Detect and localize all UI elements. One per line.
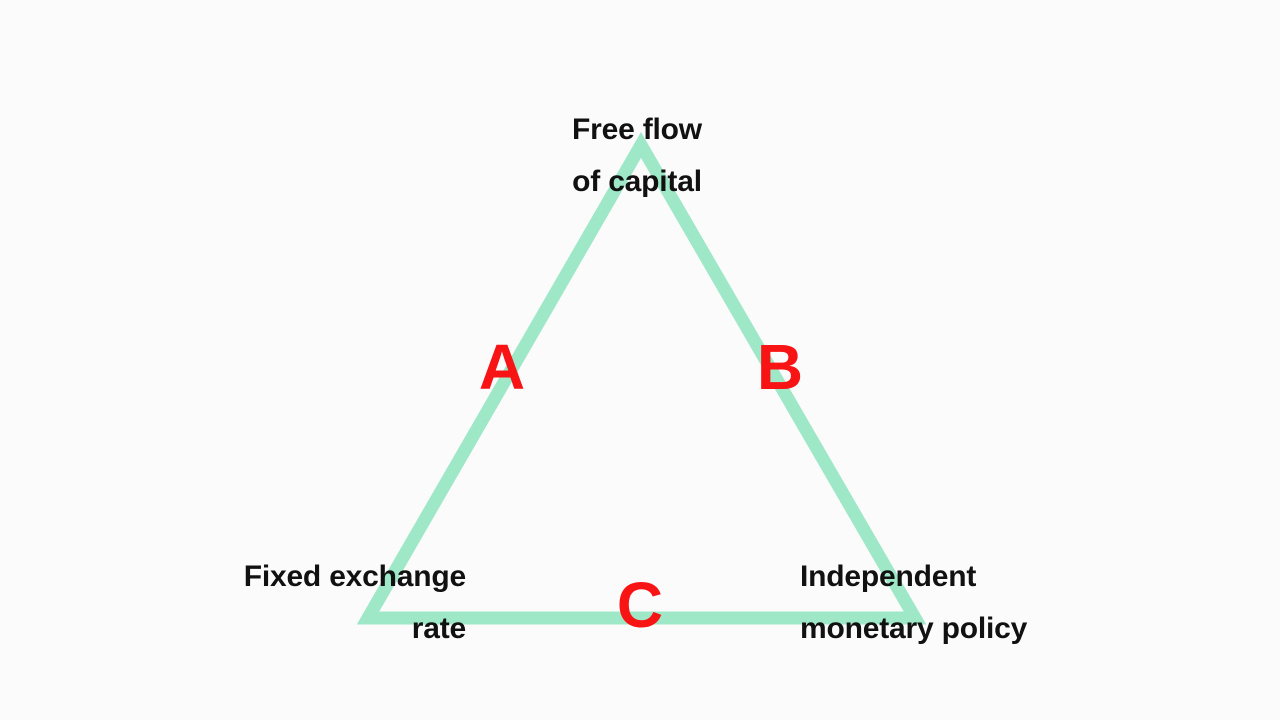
vertex-label-fixed-exchange-rate: Fixed exchange rate xyxy=(243,560,466,645)
vertex-label-free-flow-of-capital: Free flow of capital xyxy=(572,113,702,198)
edge-marker-a: A xyxy=(478,331,526,403)
vertex-label-independent-monetary-policy: Independent monetary policy xyxy=(800,560,1028,645)
triangle-shape xyxy=(356,132,927,625)
edge-marker-c: C xyxy=(616,569,664,641)
edge-marker-b: B xyxy=(756,331,804,403)
